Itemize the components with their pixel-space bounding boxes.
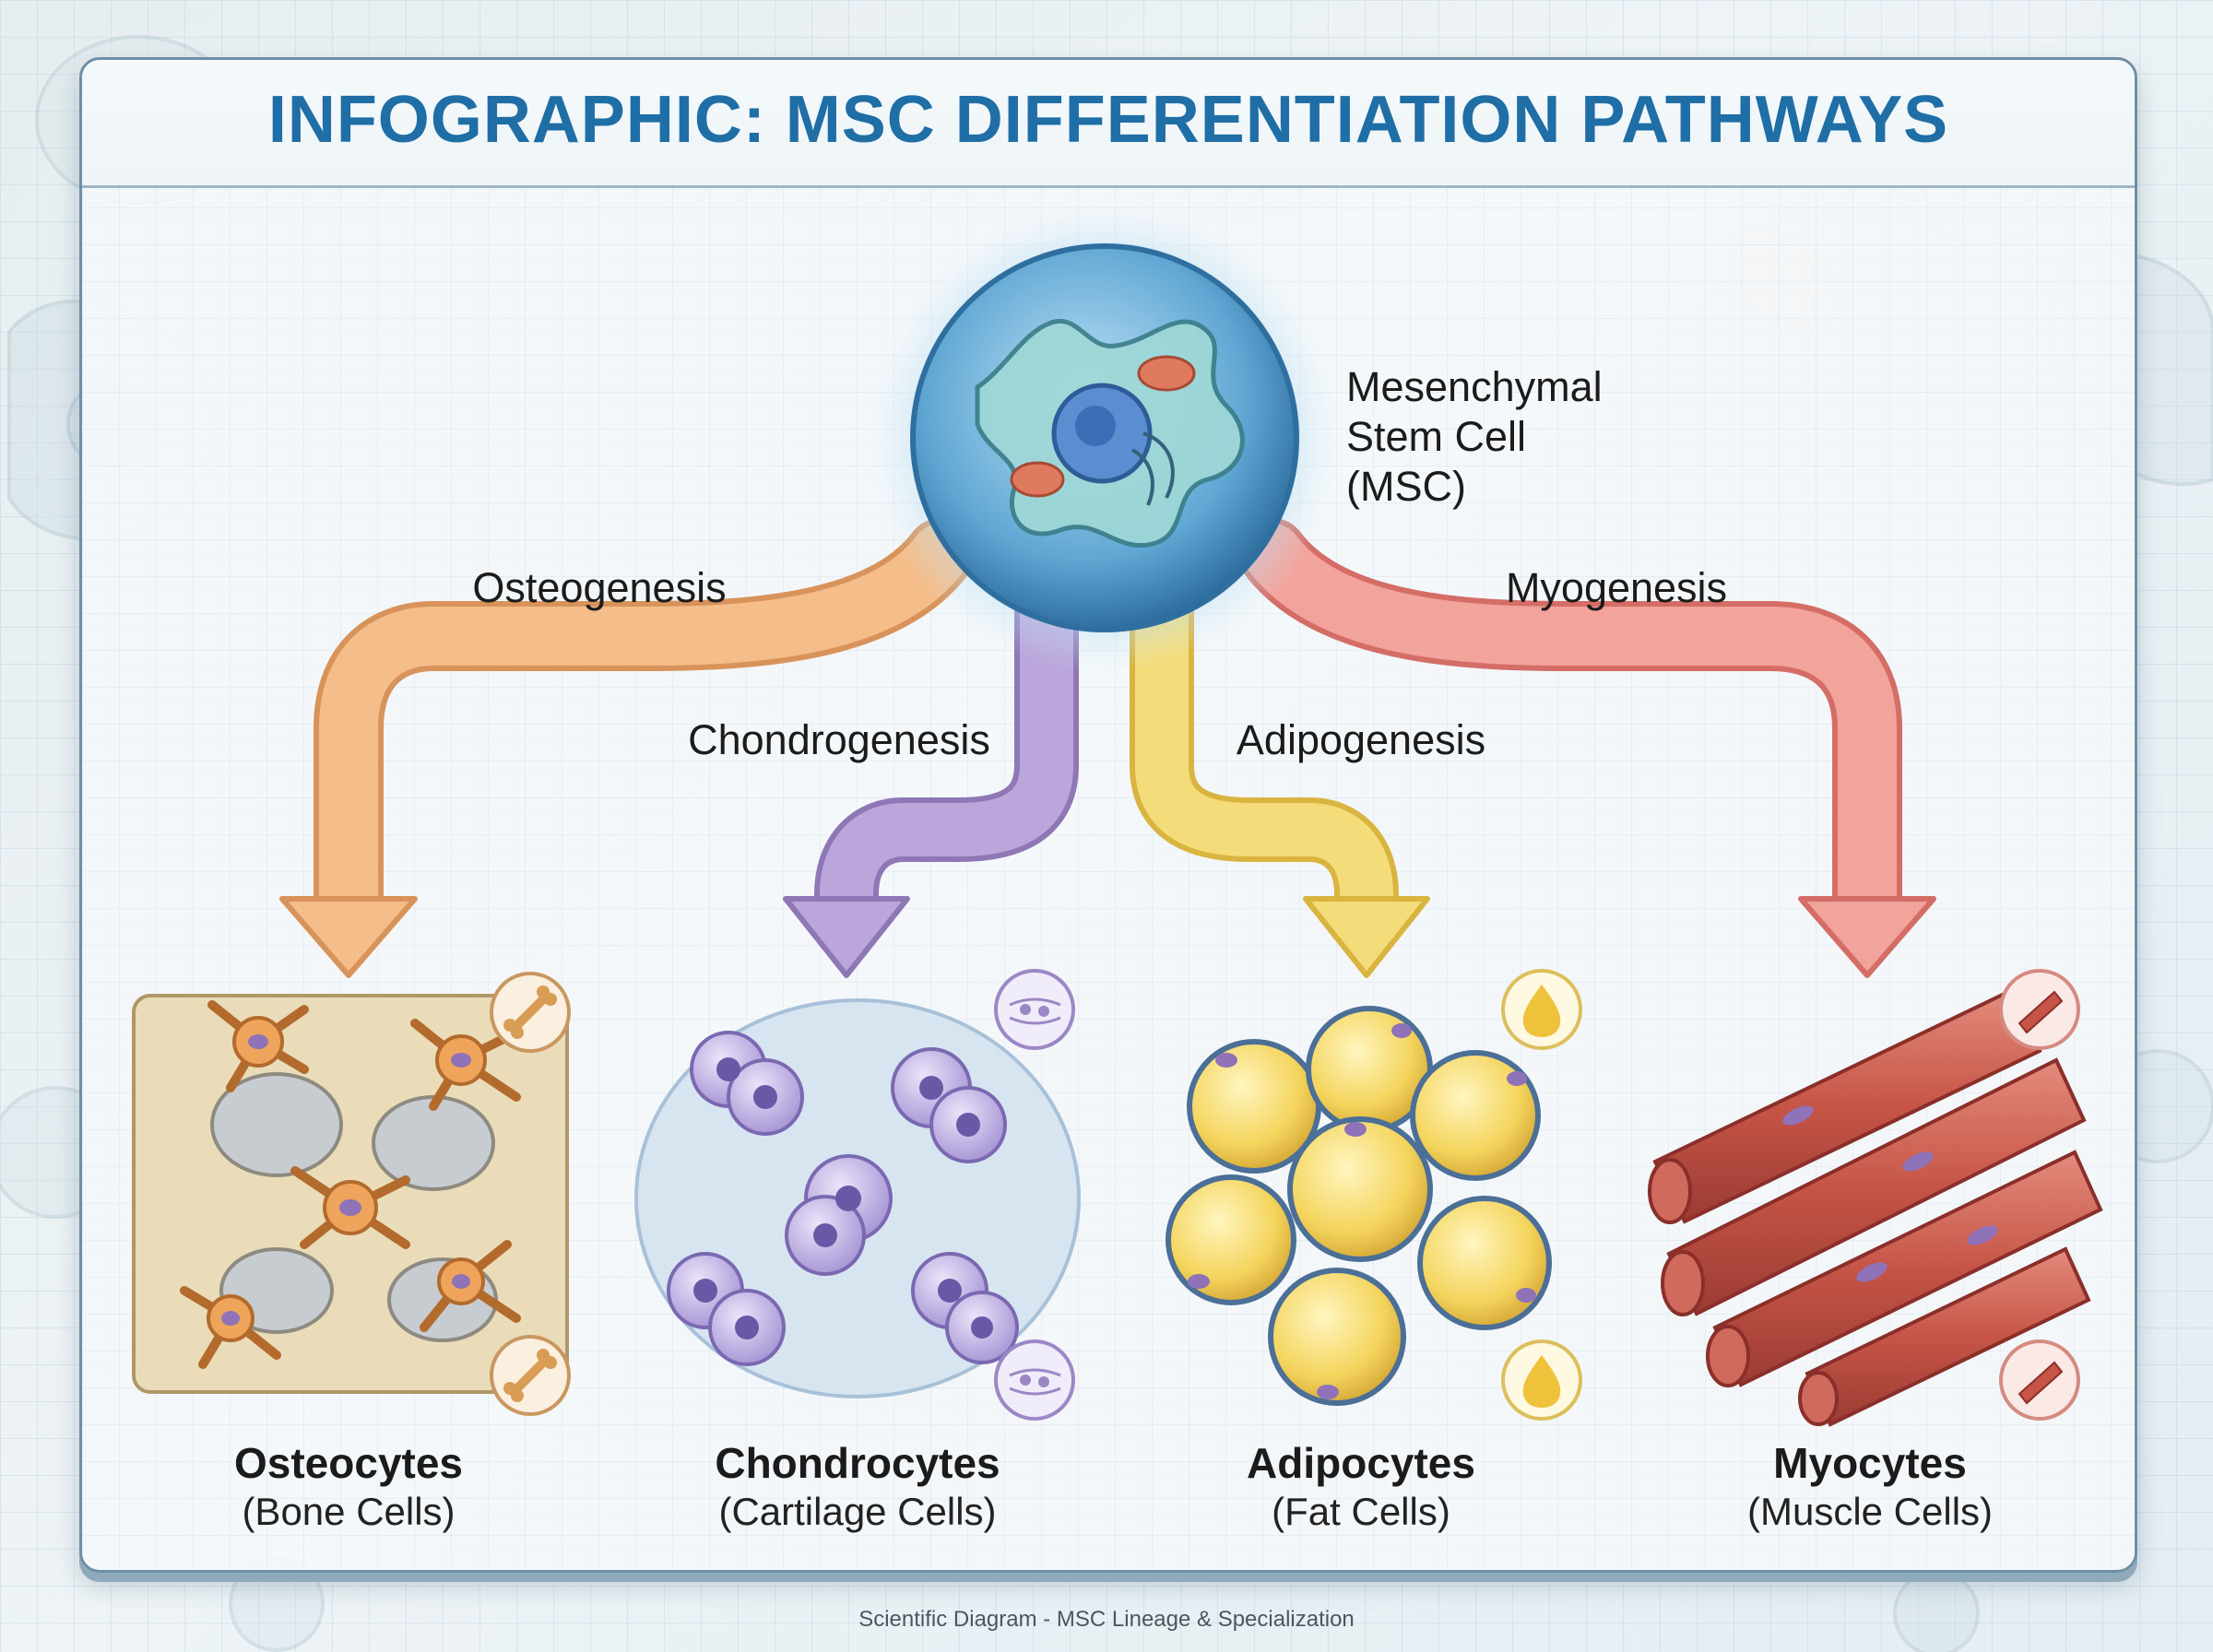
chondrogenesis-arrow: [783, 576, 1079, 978]
cell-type-name: Chondrocytes: [715, 1439, 1000, 1487]
cell-type-name: Osteocytes: [233, 1439, 464, 1487]
pathway-label-adipogenesis: Adipogenesis: [1236, 716, 1486, 763]
msc-label-line: (MSC): [1346, 463, 1466, 510]
msc-label-line: Mesenchymal: [1346, 363, 1603, 410]
myocytes-illustration: [1648, 988, 2103, 1427]
pathway-label-chondrogenesis: Chondrogenesis: [688, 716, 990, 763]
cell-type-subtitle: (Bone Cells): [242, 1490, 456, 1533]
msc-cell-illustration: [870, 203, 1340, 673]
bone-icon: [490, 1335, 571, 1416]
page-title: INFOGRAPHIC: MSC DIFFERENTIATION PATHWAY…: [267, 83, 1949, 157]
droplet-icon: [1501, 1339, 1582, 1421]
cartilage-icon: [994, 969, 1075, 1050]
cell-type-name: Myocytes: [1773, 1439, 1967, 1487]
droplet-icon: [1501, 969, 1582, 1050]
footer-caption: Scientific Diagram - MSC Lineage & Speci…: [858, 1607, 1355, 1632]
cell-type-osteocytes: Osteocytes (Bone Cells): [234, 1438, 463, 1536]
cell-type-subtitle: (Fat Cells): [1272, 1490, 1450, 1533]
chondrocytes-illustration: [634, 998, 1081, 1398]
cell-type-name: Adipocytes: [1247, 1439, 1475, 1487]
osteocytes-illustration: [132, 994, 569, 1394]
pathway-label-osteogenesis: Osteogenesis: [472, 564, 727, 611]
msc-label-line: Stem Cell: [1346, 413, 1527, 460]
cell-type-subtitle: (Muscle Cells): [1746, 1490, 1994, 1533]
adipocytes-illustration: [1166, 1006, 1552, 1406]
cartilage-icon: [994, 1339, 1075, 1421]
pathway-label-myogenesis: Myogenesis: [1505, 564, 1728, 611]
muscle-fiber-icon: [1999, 1339, 2080, 1421]
msc-label: Mesenchymal Stem Cell (MSC): [1346, 362, 1603, 512]
myogenesis-arrow: [1237, 518, 1936, 978]
cell-type-adipocytes: Adipocytes (Fat Cells): [1247, 1438, 1475, 1536]
cell-type-myocytes: Myocytes (Muscle Cells): [1747, 1438, 1993, 1536]
title-band: INFOGRAPHIC: MSC DIFFERENTIATION PATHWAY…: [82, 60, 2135, 188]
cell-type-chondrocytes: Chondrocytes (Cartilage Cells): [715, 1438, 1000, 1536]
muscle-fiber-icon: [1999, 969, 2080, 1050]
cell-type-subtitle: (Cartilage Cells): [718, 1490, 997, 1533]
bone-icon: [490, 972, 571, 1053]
adipogenesis-arrow: [1130, 576, 1430, 978]
osteogenesis-arrow: [279, 518, 976, 978]
